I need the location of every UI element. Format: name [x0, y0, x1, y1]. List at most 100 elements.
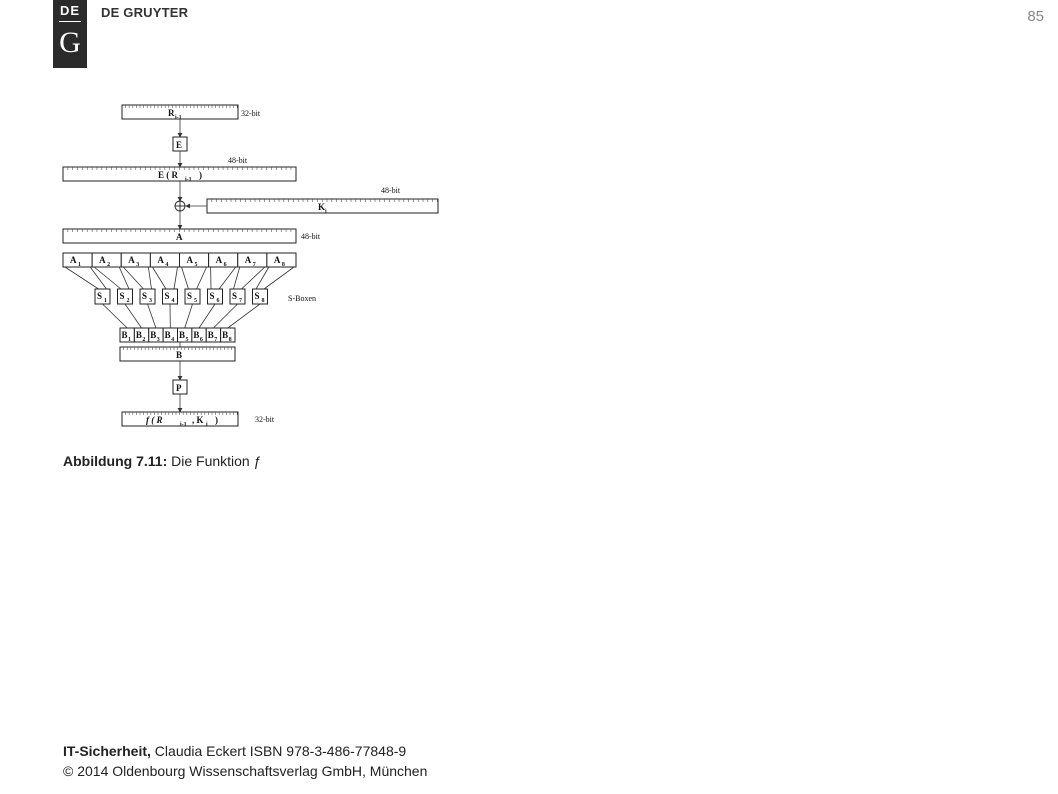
register-f: f ( R i-1 , K i )	[121, 411, 239, 428]
figure-caption: Abbildung 7.11: Die Funktion ƒ	[63, 453, 261, 469]
connection-line	[64, 266, 99, 290]
connection-line	[89, 266, 107, 290]
a-block-index: 7	[253, 262, 256, 268]
a-label: A	[176, 232, 183, 242]
s-box-label: S	[255, 291, 260, 301]
permutation-box: P	[172, 379, 188, 395]
connection-line	[93, 266, 122, 290]
connection-line	[147, 266, 152, 290]
er-sub: i-1	[185, 177, 192, 183]
logo-bottom-text: G	[59, 26, 81, 59]
a-block-label: A	[245, 255, 252, 265]
b-block-index: 1	[128, 337, 131, 343]
b-block-index: 8	[229, 337, 232, 343]
er-bits: 48-bit	[228, 156, 248, 165]
a-block-index: 4	[165, 262, 168, 268]
a-block-index: 8	[282, 262, 285, 268]
s-box-index: 2	[127, 298, 130, 304]
p-label: P	[176, 383, 182, 393]
page-number: 85	[1027, 8, 1044, 25]
k-sub: i	[325, 209, 327, 215]
f-open: f ( R	[146, 415, 163, 425]
er-label: E ( R	[158, 170, 179, 180]
register-b: B	[119, 346, 236, 362]
connection-line	[213, 303, 238, 329]
b-block-label: B	[179, 330, 185, 340]
a-block-label: A	[70, 255, 77, 265]
a-block-index: 5	[195, 262, 198, 268]
a-bits: 48-bit	[301, 232, 321, 241]
b-block-label: B	[208, 330, 214, 340]
f-k-sub: i	[206, 422, 208, 428]
citation-line-1: IT-Sicherheit, Claudia Eckert ISBN 978-3…	[63, 741, 427, 761]
r-sub: i-1	[175, 115, 182, 121]
b-block	[220, 327, 236, 343]
connection-line	[124, 303, 142, 329]
connection-line	[196, 266, 207, 290]
caption-text: Die Funktion ƒ	[171, 453, 262, 469]
connection-line	[241, 266, 266, 290]
register-r: R i-1	[121, 104, 239, 121]
s-box-label: S	[232, 291, 237, 301]
s-box-index: 5	[194, 298, 197, 304]
book-title: IT-Sicherheit,	[63, 743, 151, 759]
k-label: K	[318, 202, 325, 212]
a-block-index: 6	[224, 262, 227, 268]
caption-label: Abbildung 7.11:	[63, 453, 168, 469]
connection-line	[122, 266, 144, 290]
k-bits: 48-bit	[381, 186, 401, 195]
b-block-index: 6	[200, 337, 203, 343]
register-a: A	[62, 228, 297, 244]
a-to-s-connections	[64, 266, 295, 290]
de-gruyter-logo: DE G	[53, 0, 87, 68]
s-box-index: 6	[217, 298, 220, 304]
connection-line	[147, 303, 157, 329]
connection-line	[118, 266, 130, 290]
logo-divider	[59, 21, 81, 22]
s-box-label: S	[142, 291, 147, 301]
f-bits: 32-bit	[255, 415, 275, 424]
b-block-label: B	[193, 330, 199, 340]
s-box-index: 4	[172, 298, 175, 304]
s-box-label: S	[187, 291, 192, 301]
a-block	[266, 252, 297, 268]
connection-line	[233, 266, 241, 290]
er-close: )	[199, 170, 202, 180]
s-box-label: S	[165, 291, 170, 301]
s-boxes-label: S-Boxen	[288, 294, 316, 303]
s-box-index: 7	[239, 298, 242, 304]
a-block-label: A	[187, 255, 194, 265]
b-block-label: B	[150, 330, 156, 340]
connection-line	[198, 303, 216, 329]
connection-line	[184, 303, 193, 329]
s-box-label: S	[210, 291, 215, 301]
feistel-function-diagram: R i-1 32-bit E E ( R i-1 ) 48-bit K i 48…	[62, 104, 439, 428]
connection-line	[263, 266, 295, 290]
b-block-index: 7	[214, 337, 217, 343]
register-k: K i	[206, 198, 439, 215]
citation-line-2: © 2014 Oldenbourg Wissenschaftsverlag Gm…	[63, 763, 428, 779]
a-block-index: 3	[136, 262, 139, 268]
b-block-label: B	[222, 330, 228, 340]
s-box-label: S	[97, 291, 102, 301]
s-to-b-connections	[102, 303, 261, 329]
connection-line	[255, 266, 270, 290]
a-block-label: A	[157, 255, 164, 265]
publisher-name: DE GRUYTER	[101, 5, 189, 20]
connection-line	[218, 266, 237, 290]
f-r-sub: i-1	[180, 422, 187, 428]
b-block-label: B	[136, 330, 142, 340]
a-block-label: A	[274, 255, 281, 265]
book-citation: IT-Sicherheit, Claudia Eckert ISBN 978-3…	[63, 741, 427, 781]
connection-line	[152, 266, 167, 290]
expansion-box: E	[172, 136, 188, 152]
a-block-label: A	[99, 255, 106, 265]
b-block-label: B	[165, 330, 171, 340]
s-box-index: 1	[104, 298, 107, 304]
citation-author-isbn: Claudia Eckert ISBN 978-3-486-77848-9	[150, 743, 407, 759]
a-block-index: 1	[78, 262, 81, 268]
a-block-label: A	[216, 255, 223, 265]
b-block-index: 3	[157, 337, 160, 343]
